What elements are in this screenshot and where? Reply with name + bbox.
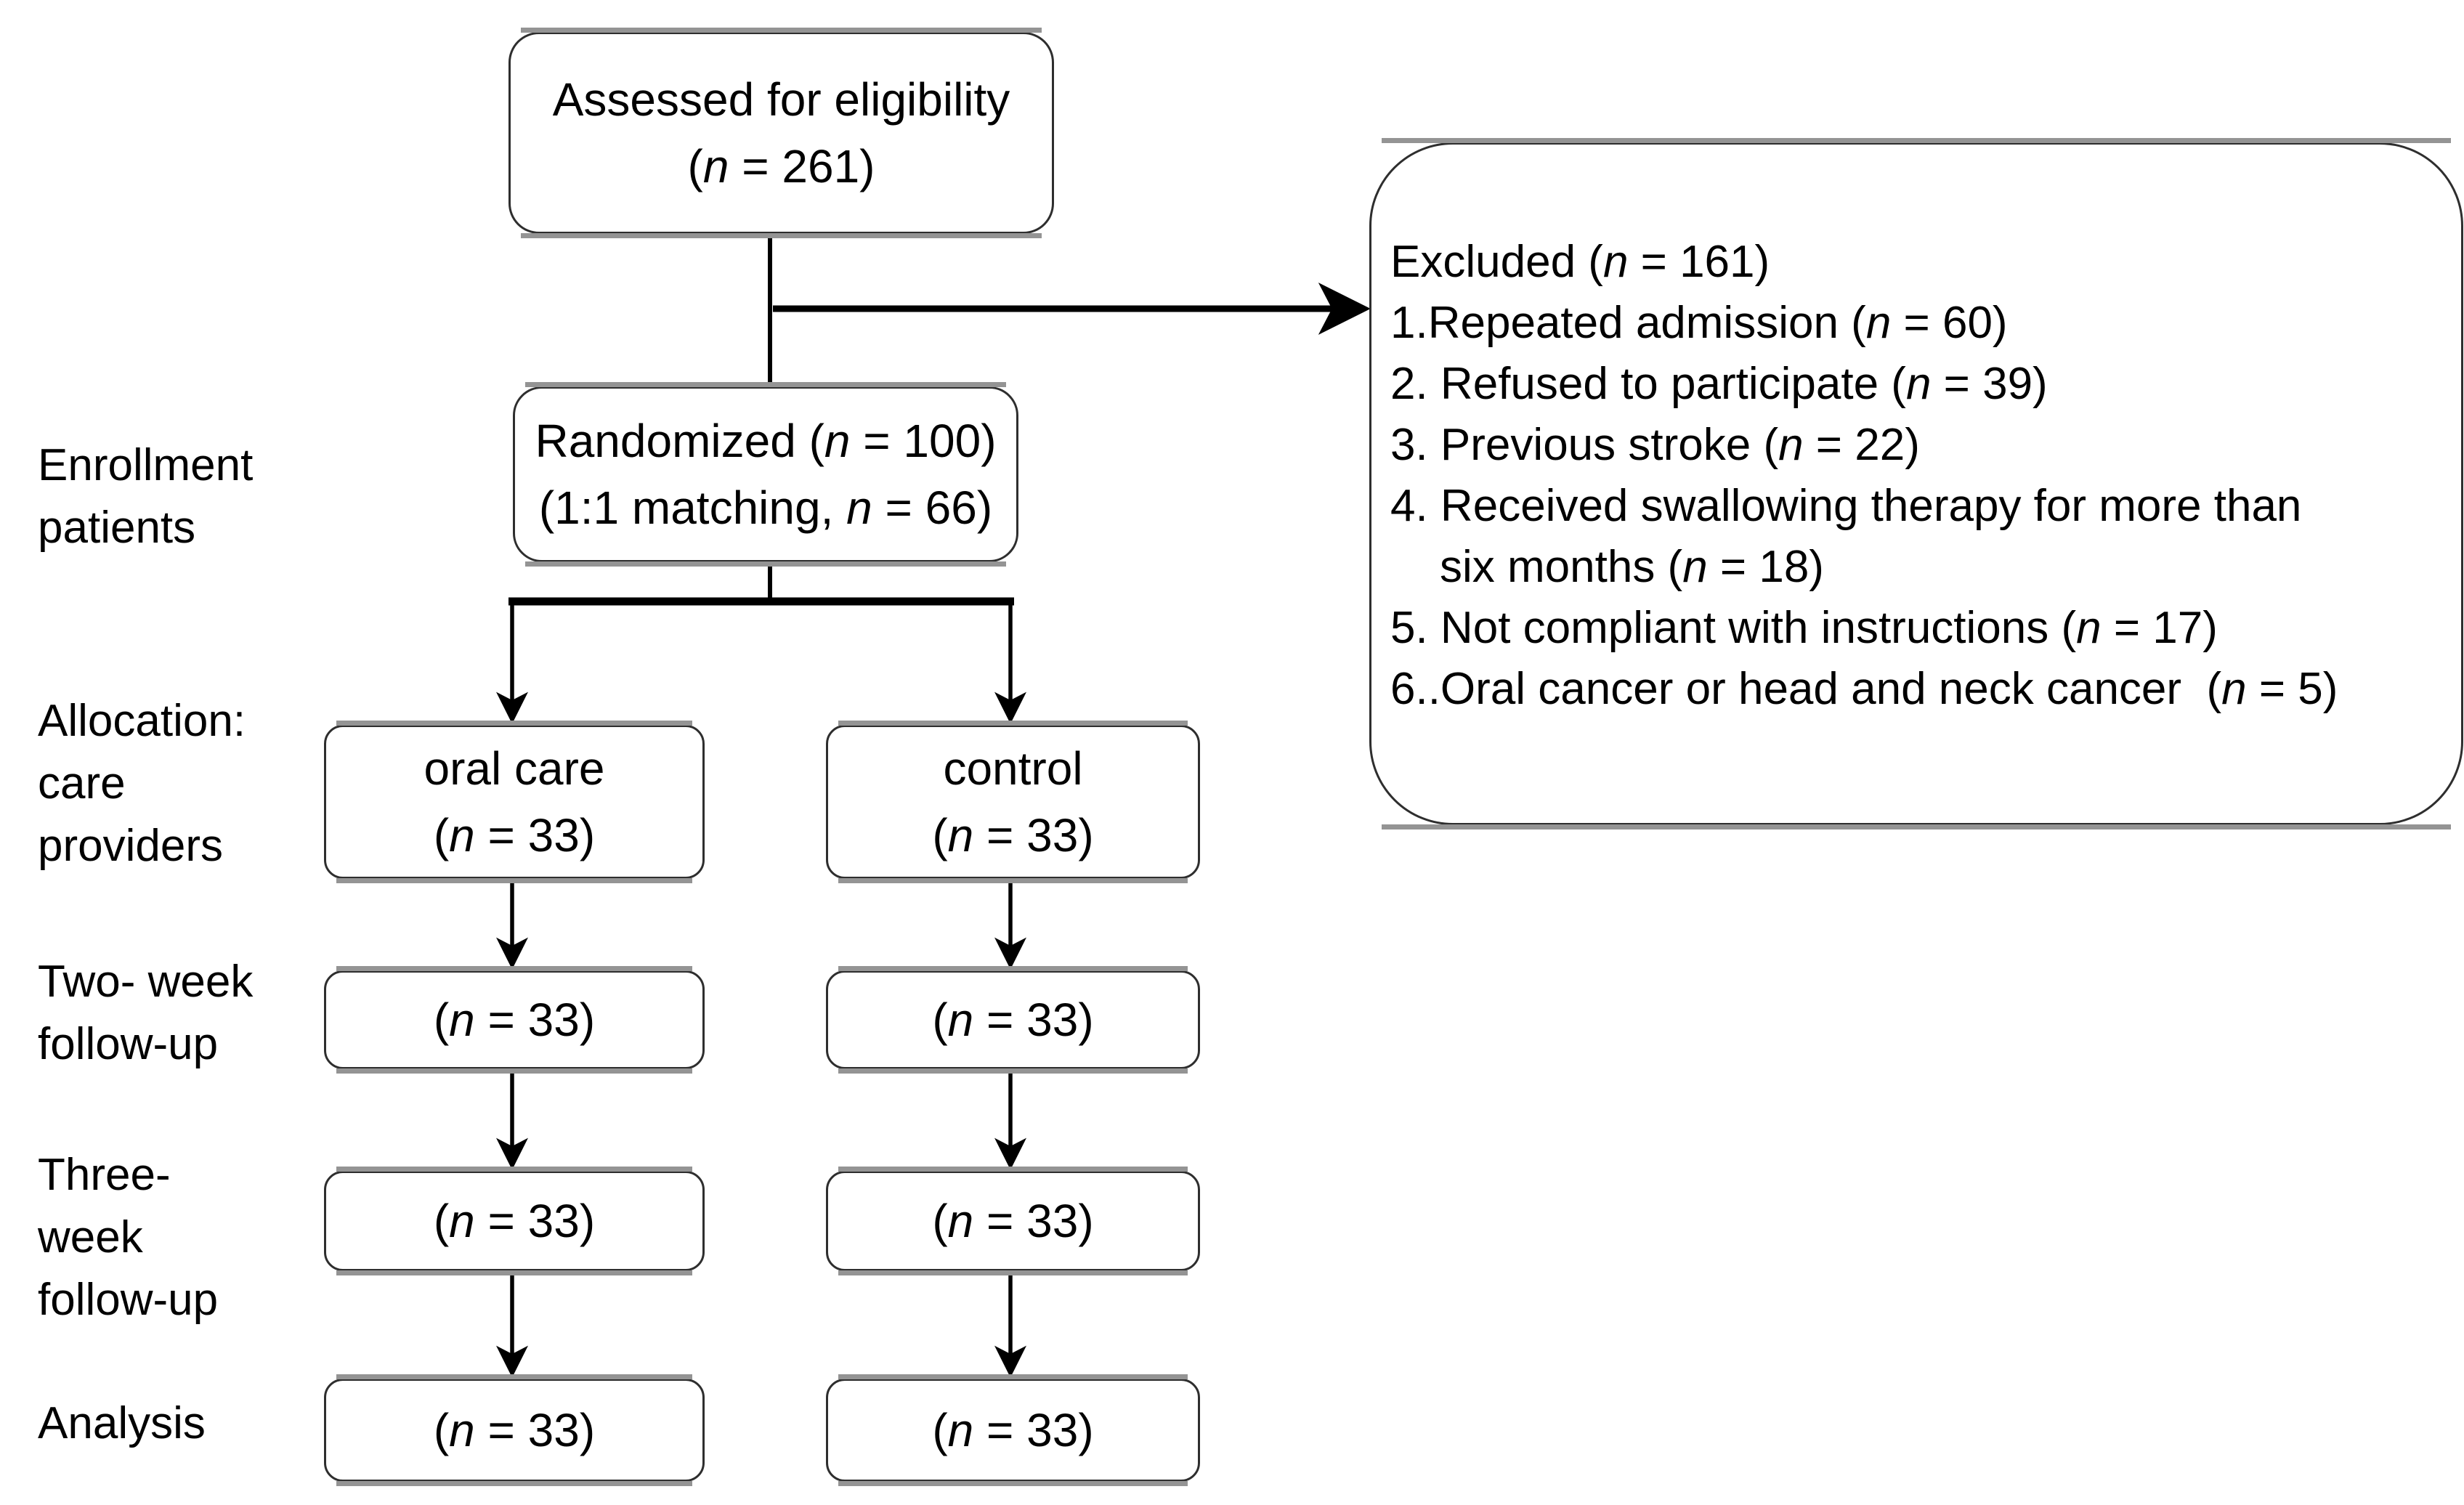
stage-label-enrollment: Enrollment patients bbox=[38, 434, 299, 559]
excluded-line: 6..Oral cancer or head and neck cancer (… bbox=[1390, 664, 2338, 714]
box-line: oral care bbox=[423, 742, 605, 795]
box-line: (1:1 matching, n = 66) bbox=[538, 482, 993, 534]
box-line: (n = 33) bbox=[932, 1195, 1094, 1247]
stage-label-line: care bbox=[38, 758, 126, 808]
box-line: (n = 33) bbox=[932, 1404, 1094, 1456]
stage-label-allocation: Allocation: care providers bbox=[38, 690, 299, 877]
box-line: (n = 33) bbox=[932, 809, 1094, 861]
box-line: (n = 33) bbox=[433, 809, 596, 861]
stage-label-line: Enrollment bbox=[38, 440, 254, 490]
box-randomized: Randomized (n = 100) (1:1 matching, n = … bbox=[513, 382, 1018, 567]
box-line: control bbox=[943, 742, 1083, 795]
box-line: (n = 33) bbox=[932, 994, 1094, 1046]
box-line: (n = 33) bbox=[433, 994, 596, 1046]
excluded-text-block: Excluded (n = 161) 1.Repeated admission … bbox=[1390, 232, 2338, 720]
box-line: Assessed for eligibility bbox=[552, 73, 1010, 126]
box-oral-care-group: oral care (n = 33) bbox=[324, 721, 705, 883]
box-analysis-control: (n = 33) bbox=[826, 1374, 1200, 1486]
stage-label-line: Two- week bbox=[38, 957, 254, 1007]
box-three-week-control: (n = 33) bbox=[826, 1167, 1200, 1275]
box-line: (n = 33) bbox=[433, 1404, 596, 1456]
box-line: Randomized (n = 100) bbox=[535, 415, 997, 467]
excluded-line: 2. Refused to participate (n = 39) bbox=[1390, 359, 2048, 409]
stage-label-line: Analysis bbox=[38, 1398, 206, 1448]
box-two-week-control: (n = 33) bbox=[826, 966, 1200, 1074]
stage-label-line: follow-up bbox=[38, 1275, 219, 1325]
stage-label-line: follow-up bbox=[38, 1019, 219, 1069]
excluded-line: Excluded (n = 161) bbox=[1390, 237, 1770, 287]
excluded-line: 5. Not compliant with instructions (n = … bbox=[1390, 603, 2218, 653]
stage-label-line: patients bbox=[38, 503, 196, 553]
stage-label-line: providers bbox=[38, 821, 223, 871]
box-line: (n = 261) bbox=[687, 140, 875, 192]
box-three-week-oral-care: (n = 33) bbox=[324, 1167, 705, 1275]
box-excluded: Excluded (n = 161) 1.Repeated admission … bbox=[1369, 138, 2463, 829]
box-two-week-oral-care: (n = 33) bbox=[324, 966, 705, 1074]
excluded-line-continuation: six months (n = 18) bbox=[1440, 542, 1824, 592]
box-line: (n = 33) bbox=[433, 1195, 596, 1247]
excluded-line: 1.Repeated admission (n = 60) bbox=[1390, 298, 2008, 348]
stage-label-three-week-follow-up: Three- week follow-up bbox=[38, 1144, 299, 1331]
stage-label-two-week-follow-up: Two- week follow-up bbox=[38, 951, 299, 1076]
stage-label-analysis: Analysis bbox=[38, 1392, 299, 1455]
box-assessed-for-eligibility: Assessed for eligibility (n = 261) bbox=[508, 28, 1054, 238]
excluded-line: 4. Received swallowing therapy for more … bbox=[1390, 481, 2302, 531]
box-analysis-oral-care: (n = 33) bbox=[324, 1374, 705, 1486]
box-control-group: control (n = 33) bbox=[826, 721, 1200, 883]
excluded-line: 3. Previous stroke (n = 22) bbox=[1390, 420, 1920, 470]
stage-label-line: Allocation: bbox=[38, 696, 246, 746]
stage-label-line: week bbox=[38, 1212, 143, 1262]
stage-label-line: Three- bbox=[38, 1150, 171, 1200]
